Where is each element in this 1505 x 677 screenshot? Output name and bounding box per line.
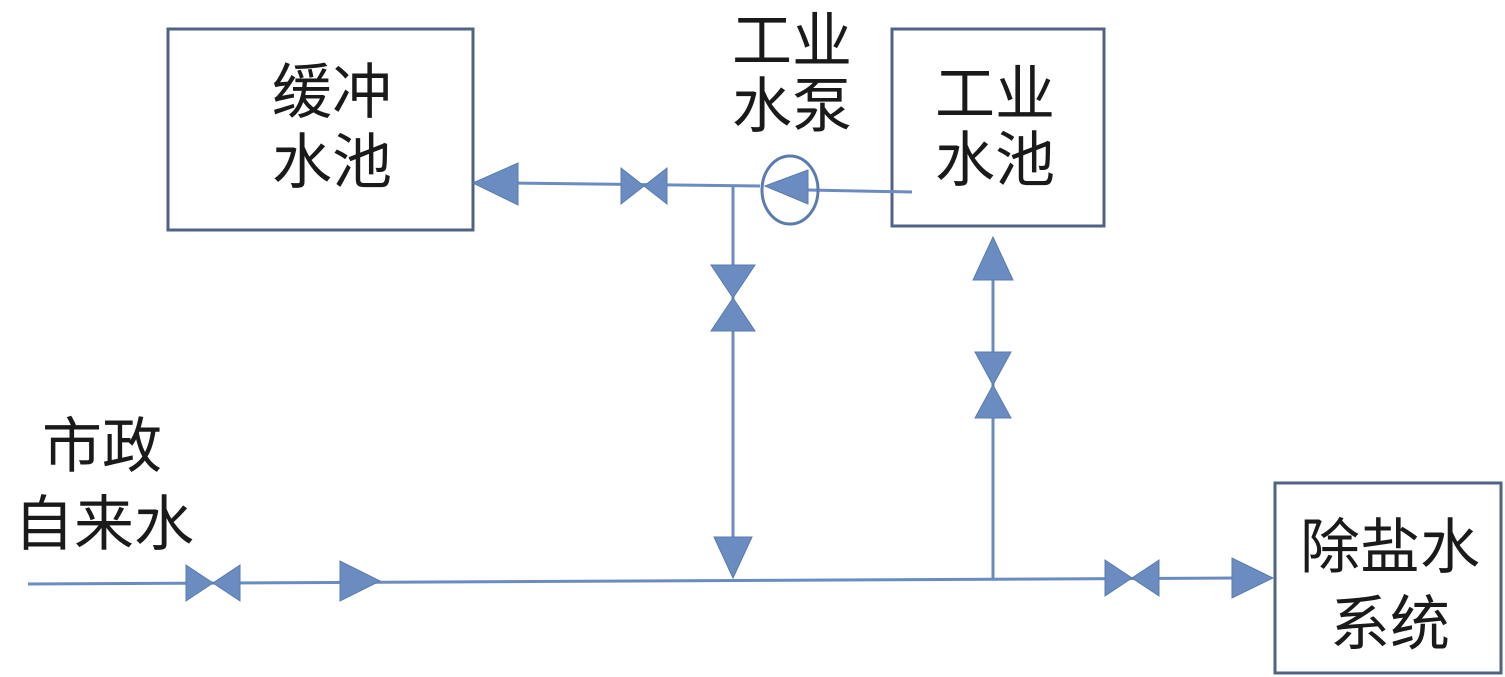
arrow-main-flow [339, 560, 382, 602]
arrow-to-buffer-tank [471, 162, 519, 206]
industrial-tank-label-line2: 水池 [935, 126, 1055, 196]
valve-icon-left-vertical [710, 264, 756, 332]
arrow-up-to-industrial-tank [972, 235, 1014, 281]
pump-label-line2: 水泵 [732, 72, 852, 142]
buffer-tank-label-line2: 水池 [272, 128, 392, 198]
pump-arrow-icon [763, 169, 809, 205]
valve-icon-municipal-inlet [185, 564, 241, 602]
pump-label-line1: 工业 [732, 7, 852, 77]
valve-icon-right-vertical [974, 351, 1012, 419]
municipal-water-label-line2: 自来水 [14, 490, 194, 560]
buffer-tank-box [166, 27, 475, 232]
arrow-down-to-main [713, 536, 753, 580]
demin-system-label-line2: 系统 [1330, 590, 1450, 660]
demin-system-label-line1: 除盐水 [1300, 513, 1480, 583]
industrial-tank-label-line1: 工业 [935, 60, 1055, 130]
industrial-tank-box [890, 27, 1106, 228]
arrow-to-demin-system [1231, 557, 1275, 599]
valve-icon-buffer-line [620, 166, 668, 206]
pump-circle-icon [760, 154, 820, 226]
pump-suction-pipe [807, 188, 913, 194]
valve-icon-demin-line [1104, 559, 1160, 597]
buffer-tank-label-line1: 缓冲 [272, 58, 392, 128]
demin-system-box [1273, 481, 1503, 675]
municipal-water-label-line1: 市政 [42, 412, 162, 482]
